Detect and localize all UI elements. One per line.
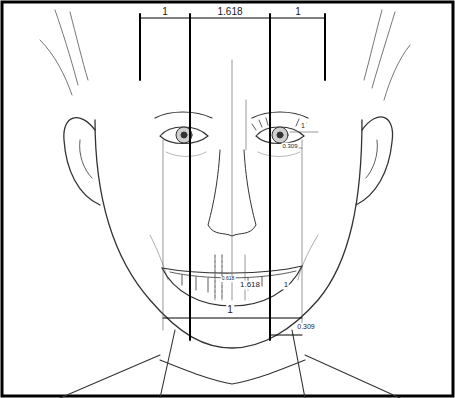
dimension-label: 1.618 [216, 6, 243, 17]
dimension-label: 0.309 [296, 323, 316, 331]
dimension-label: 0.618 [221, 276, 236, 282]
dimension-label: 1 [283, 281, 289, 290]
dimension-label: 1 [300, 122, 306, 130]
dimension-label: 1 [226, 304, 234, 315]
dimension-label: 1 [294, 6, 302, 17]
dimension-label: 1.618 [239, 281, 261, 290]
dimension-label: 0.309 [281, 143, 298, 150]
dimension-label: 1 [161, 6, 169, 17]
